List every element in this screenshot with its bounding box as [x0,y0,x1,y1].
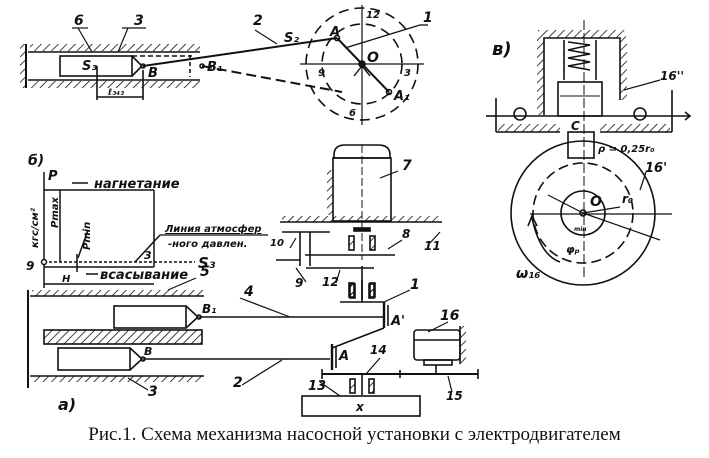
piston-tip [131,55,144,77]
cylinder-separator [43,329,203,345]
pv-diagram-labels: б) P нагнетание всасывание кгс/см² Pmax … [26,153,262,285]
point-3-label: 3 [144,249,152,262]
label-min: min [574,226,587,233]
crank-arm [336,37,363,65]
dial-3: 3 [404,68,411,79]
label-16pp: 16'' [660,69,684,83]
label-5: 5 [200,264,210,280]
p-axis-label: P [48,169,58,184]
discharge-label: нагнетание [94,177,180,192]
dial-12: 12 [366,10,380,21]
label-rho: ρ = 0,25r₀ [598,144,655,155]
label-a-mech: A [338,349,349,364]
label-11: 11 [424,239,441,253]
h-label: H [62,274,71,285]
panel-a-label: а) [58,395,76,414]
atm-line-label-1: Линия атмосфер [164,223,262,235]
label-8: 8 [402,227,410,241]
label-x: x [355,400,365,414]
label-16p: 16' [645,161,667,176]
cam-view-labels: в) 16'' 16' C ρ = 0,25r₀ O r₀ φₚ min ω₁₆ [492,39,684,282]
label-6: 6 [74,13,84,29]
label-phi: φₚ [566,243,580,256]
label-s3: S₃ [82,59,97,74]
omega-arrow [531,217,561,263]
label-b1-mech: B₁ [202,302,216,316]
label-10: 10 [270,238,284,249]
label-a1-mech: A' [390,314,405,329]
label-b: B [148,66,158,81]
pmax-label: Pmax [50,197,61,228]
base-13 [301,395,421,417]
pv-diagram [40,172,268,288]
pmin-label: Pmin [82,222,93,250]
follower-rod [567,131,595,159]
atm-line-label-2: -ного давлен. [168,239,247,250]
piston-3b [57,347,131,371]
label-b1: B₁ [207,60,223,75]
cam-min-circle [560,190,606,236]
label-o: O [367,50,379,66]
connecting-rod-dashed [201,65,343,93]
panel-b-label: б) [28,153,44,169]
s-axis-label: S₃ [198,254,216,272]
label-l-bc: ℓ₃₄₃ [107,88,124,98]
motor-16 [413,329,461,361]
label-s2: S₂ [284,31,299,46]
label-12: 12 [322,275,339,289]
dial-9: 9 [318,68,325,79]
label-1: 1 [423,10,433,26]
label-r0: r₀ [622,192,634,206]
label-1-mech: 1 [410,277,420,293]
valve-spring [567,41,591,71]
label-14: 14 [370,343,387,357]
suction-label: всасывание [100,268,188,283]
label-2: 2 [253,13,263,29]
label-7: 7 [402,158,412,174]
valve-housing [543,37,621,115]
dial-6: 6 [349,108,356,119]
label-9: 9 [295,276,303,290]
motor-gear-assembly [276,144,442,300]
top-view [20,5,428,125]
connecting-rod-2 [142,37,338,67]
cam-16p [510,140,656,286]
point-9-label: 9 [26,259,34,273]
label-16: 16 [440,308,460,324]
motor-cap [333,144,391,159]
label-omega: ω₁₆ [516,266,540,282]
cam-base-circle [532,162,634,264]
plunger-16pp [557,81,603,117]
label-3-mech: 3 [148,384,158,400]
label-b-mech: B [144,345,152,358]
pump-cylinders [27,277,479,417]
label-a: A [329,25,340,40]
label-13: 13 [308,379,326,394]
label-o-cam: O [590,194,602,210]
label-c: C [571,119,580,133]
top-view-labels: 6 3 2 S₂ 1 S₃ B B₁ A A₁ O ℓ₃₄₃ 12 3 6 9 [74,10,433,119]
units-label: кгс/см² [30,207,41,248]
label-4: 4 [243,284,254,300]
figure-caption: Рис.1. Схема механизма насосной установк… [88,424,621,445]
label-3: 3 [134,13,144,29]
cam-view [486,20,692,286]
piston-3 [59,55,133,77]
label-a1: A₁ [393,89,410,104]
label-2-mech: 2 [233,375,243,391]
panel-v-label: в) [492,39,512,60]
piston-5 [113,305,187,329]
label-15: 15 [446,389,463,403]
motor-gear-labels: 7 8 11 10 9 12 [270,158,441,290]
pump-cylinder-labels: 5 4 B₁ B 3 2 1 A' A 14 13 15 16 x а) [58,264,463,414]
